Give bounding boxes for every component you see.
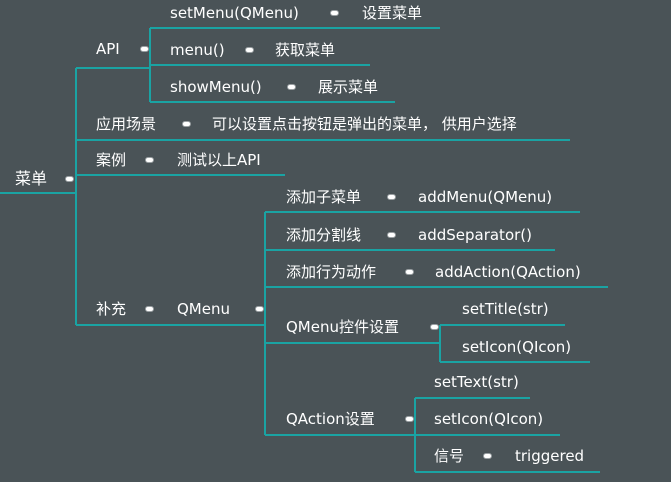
qmenu-settings-label: QMenu控件设置 bbox=[286, 318, 399, 336]
api-item-dot-1 bbox=[245, 47, 254, 53]
qmenu-item-desc-1: addSeparator() bbox=[418, 226, 532, 244]
api-item-desc-0: 设置菜单 bbox=[362, 4, 423, 22]
usage-desc: 可以设置点击按钮是弹出的菜单， 供用户选择 bbox=[212, 115, 517, 133]
api-item-desc-1: 获取菜单 bbox=[275, 41, 336, 59]
qaction-settings-dot bbox=[405, 416, 414, 422]
supplement-label: 补充 bbox=[96, 300, 127, 318]
qmenu-label: QMenu bbox=[177, 300, 230, 318]
api-item-name-1: menu() bbox=[170, 41, 225, 59]
qaction-settings-item-0: setText(str) bbox=[434, 373, 519, 391]
qaction-settings-label: QAction设置 bbox=[286, 410, 375, 428]
qmenu-item-dot-2 bbox=[405, 269, 414, 275]
qmenu-settings-dot bbox=[430, 324, 439, 330]
root-label: 菜单 bbox=[15, 169, 48, 188]
qmenu-item-dot-0 bbox=[387, 194, 396, 200]
example-connector-dot bbox=[145, 157, 154, 163]
qmenu-item-desc-2: addAction(QAction) bbox=[435, 263, 581, 281]
api-item-desc-2: 展示菜单 bbox=[318, 78, 379, 96]
qaction-settings-item-1: setIcon(QIcon) bbox=[434, 410, 544, 428]
qmenu-item-name-2: 添加行为动作 bbox=[286, 263, 377, 281]
usage-connector-dot bbox=[182, 121, 191, 127]
signal-dot bbox=[483, 453, 492, 459]
signal-value: triggered bbox=[515, 447, 585, 465]
api-item-dot-2 bbox=[287, 84, 296, 90]
qmenu-item-desc-0: addMenu(QMenu) bbox=[418, 188, 553, 206]
api-item-dot-0 bbox=[330, 10, 339, 16]
api-item-name-0: setMenu(QMenu) bbox=[170, 4, 299, 22]
api-connector-dot bbox=[140, 46, 149, 52]
supplement-connector-dot bbox=[145, 306, 154, 312]
qmenu-item-name-1: 添加分割线 bbox=[286, 226, 362, 244]
signal-label: 信号 bbox=[434, 447, 465, 465]
usage-label: 应用场景 bbox=[96, 115, 157, 133]
qmenu-item-name-0: 添加子菜单 bbox=[286, 188, 362, 206]
root-connector-dot bbox=[65, 176, 74, 182]
qmenu-settings-item-0: setTitle(str) bbox=[462, 300, 549, 318]
qmenu-connector-dot bbox=[255, 306, 264, 312]
qmenu-settings-item-1: setIcon(QIcon) bbox=[462, 338, 572, 356]
example-label: 案例 bbox=[96, 151, 127, 169]
example-desc: 测试以上API bbox=[177, 151, 261, 169]
api-label: API bbox=[96, 40, 120, 58]
qmenu-item-dot-1 bbox=[387, 232, 396, 238]
api-item-name-2: showMenu() bbox=[170, 78, 262, 96]
